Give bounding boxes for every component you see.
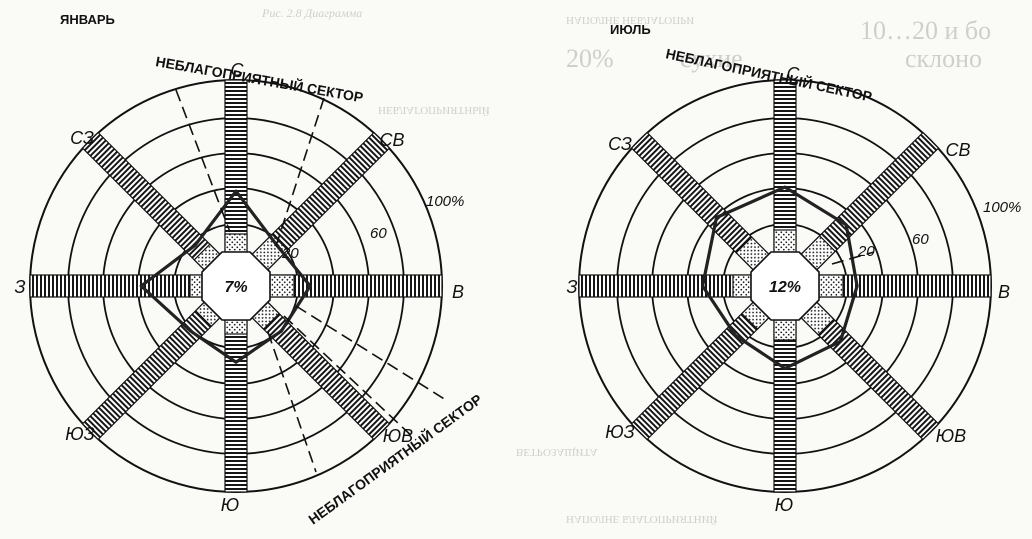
direction-label-e: В: [998, 282, 1010, 302]
unfavorable-sector-label: НЕБЛАГОПРИЯТНЫЙ СЕКТОР: [305, 390, 485, 527]
diagram-title-january: ЯНВАРЬ: [60, 12, 115, 27]
direction-label-s: Ю: [775, 495, 793, 515]
scale-label-100: 100%: [426, 193, 464, 210]
direction-label-n: С: [231, 60, 245, 80]
center-percent: 7%: [224, 279, 247, 296]
wind-diagram-january: 7% С СВ В ЮВ Ю ЮЗ З СЗ 20 60 100% НЕБЛАГ…: [14, 52, 484, 527]
sector-boundary-line: [295, 305, 447, 401]
background-line: склоно: [905, 44, 983, 73]
background-line: 20%: [566, 44, 614, 73]
scale-label-60: 60: [370, 225, 387, 242]
wind-bars: [29, 79, 443, 493]
direction-label-se: ЮВ: [936, 426, 966, 446]
direction-label-n: С: [787, 64, 801, 84]
scale-label-100: 100%: [983, 199, 1021, 216]
direction-label-nw: СЗ: [70, 128, 94, 148]
diagram-title-july: ИЮЛЬ: [610, 22, 651, 37]
sector-boundary-line: [175, 89, 231, 233]
sector-boundary-line: [275, 97, 325, 247]
direction-label-w: З: [566, 277, 577, 297]
calm-octagon: [201, 251, 271, 321]
background-line: 10…20 и бо: [860, 16, 992, 45]
unfavorable-sector-label: НЕБЛАГОПРИЯТНЫЙ СЕКТОР: [664, 44, 873, 104]
wind-rose-polygon: [139, 189, 312, 364]
center-percent: 12%: [769, 279, 801, 296]
direction-label-ne: СВ: [379, 130, 404, 150]
wind-diagram-july: 12% С СВ В ЮВ Ю ЮЗ З СЗ 20 60 100% НЕБЛА…: [566, 44, 1021, 515]
wind-rose-polygon: [700, 185, 859, 370]
background-line: сухие: [680, 44, 743, 73]
direction-label-sw: ЮЗ: [65, 424, 94, 444]
background-caption: Рис. 2.8 Диаграмма: [262, 6, 363, 20]
calm-octagon: [750, 251, 820, 321]
direction-label-se: ЮВ: [383, 426, 413, 446]
direction-label-w: З: [14, 277, 25, 297]
direction-label-nw: СЗ: [608, 134, 632, 154]
scale-label-60: 60: [912, 231, 929, 248]
direction-label-e: В: [452, 282, 464, 302]
unfavorable-sector-label: НЕБЛАГОПРИЯТНЫЙ СЕКТОР: [154, 52, 364, 105]
sector-boundary-line: [831, 251, 875, 265]
scale-label-20: 20: [857, 243, 875, 260]
direction-label-ne: СВ: [945, 140, 970, 160]
scale-label-20: 20: [281, 245, 299, 262]
sector-boundary-line: [267, 331, 317, 473]
direction-label-sw: ЮЗ: [605, 422, 634, 442]
direction-label-s: Ю: [221, 495, 239, 515]
sector-boundary-line: [283, 315, 417, 441]
